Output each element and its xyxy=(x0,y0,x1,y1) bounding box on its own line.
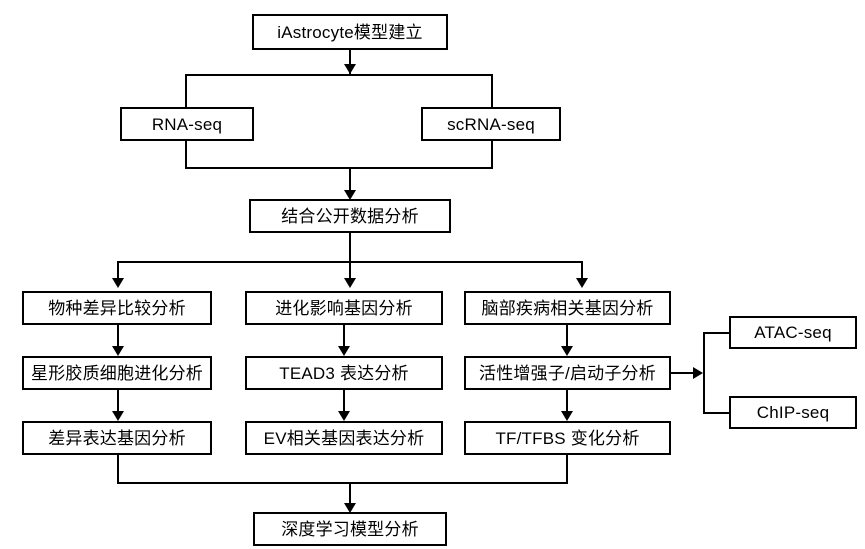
connector-assay-bus xyxy=(703,332,705,414)
arrowhead-col3-step2 xyxy=(561,411,573,421)
node-chip-seq: ChIP-seq xyxy=(729,396,857,429)
connector-enhancer-to-assays xyxy=(671,372,695,374)
node-evolution-impact-gene-analysis: 进化影响基因分析 xyxy=(245,291,443,325)
arrowhead-col3-step1 xyxy=(561,346,573,356)
connector-title-down xyxy=(349,50,351,74)
connector-col3-step1-down xyxy=(566,325,568,352)
connector-col3-step2-down xyxy=(566,390,568,417)
arrowhead-enhancer-to-assays xyxy=(693,367,703,379)
connector-scrna-down xyxy=(491,141,493,169)
connector-merge-down xyxy=(349,167,351,195)
connector-col2-step1-down xyxy=(343,325,345,352)
connector-integration-down xyxy=(349,233,351,281)
arrowhead-fanout-left xyxy=(112,278,124,288)
node-deep-learning-model-analysis: 深度学习模型分析 xyxy=(253,512,447,546)
connector-chip-branch xyxy=(703,412,731,414)
arrowhead-fanout-right xyxy=(576,278,588,288)
arrowhead-col1-step2 xyxy=(112,411,124,421)
node-deg-analysis: 差异表达基因分析 xyxy=(22,421,212,455)
connector-col3-bottom-down xyxy=(566,455,568,484)
node-brain-disease-gene-analysis: 脑部疾病相关基因分析 xyxy=(464,291,671,325)
connector-bottom-merge-down xyxy=(349,482,351,509)
arrowhead-col2-step1 xyxy=(338,346,350,356)
arrowhead-col2-step2 xyxy=(338,411,350,421)
connector-split-right-down xyxy=(491,74,493,108)
node-astrocyte-evolution-analysis: 星形胶质细胞进化分析 xyxy=(22,356,212,390)
node-tf-tfbs-change-analysis: TF/TFBS 变化分析 xyxy=(464,421,671,455)
connector-col1-step1-down xyxy=(117,325,119,352)
connector-col1-step2-down xyxy=(117,390,119,417)
connector-atac-branch xyxy=(703,332,731,334)
connector-merge-bar xyxy=(185,167,493,169)
connector-bottom-merge-bar xyxy=(117,482,568,484)
node-scrna-seq: scRNA-seq xyxy=(421,107,561,141)
node-iastrocyte-model: iAstrocyte模型建立 xyxy=(252,14,448,50)
node-atac-seq: ATAC-seq xyxy=(729,316,857,349)
arrowhead-title-to-split xyxy=(344,64,356,74)
connector-split-left-down xyxy=(185,74,187,108)
node-species-difference-analysis: 物种差异比较分析 xyxy=(22,291,212,325)
connector-col2-step2-down xyxy=(343,390,345,417)
arrowhead-fanout-middle xyxy=(344,278,356,288)
arrowhead-col1-step1 xyxy=(112,346,124,356)
arrowhead-bottom-merge xyxy=(344,503,356,513)
node-active-enhancer-promoter-analysis: 活性增强子/启动子分析 xyxy=(464,356,671,390)
connector-rna-down xyxy=(185,141,187,169)
node-rna-seq: RNA-seq xyxy=(120,107,254,141)
connector-fanout-left-down xyxy=(117,261,119,281)
node-public-data-integration: 结合公开数据分析 xyxy=(249,199,451,233)
connector-fanout-right-down xyxy=(581,261,583,281)
connector-split-bar xyxy=(185,74,493,76)
connector-col1-bottom-down xyxy=(117,455,119,484)
connector-fanout-bar xyxy=(117,261,583,263)
arrowhead-merge-to-integration xyxy=(344,190,356,200)
node-ev-gene-expression-analysis: EV相关基因表达分析 xyxy=(245,421,443,455)
node-tead3-expression-analysis: TEAD3 表达分析 xyxy=(245,356,443,390)
